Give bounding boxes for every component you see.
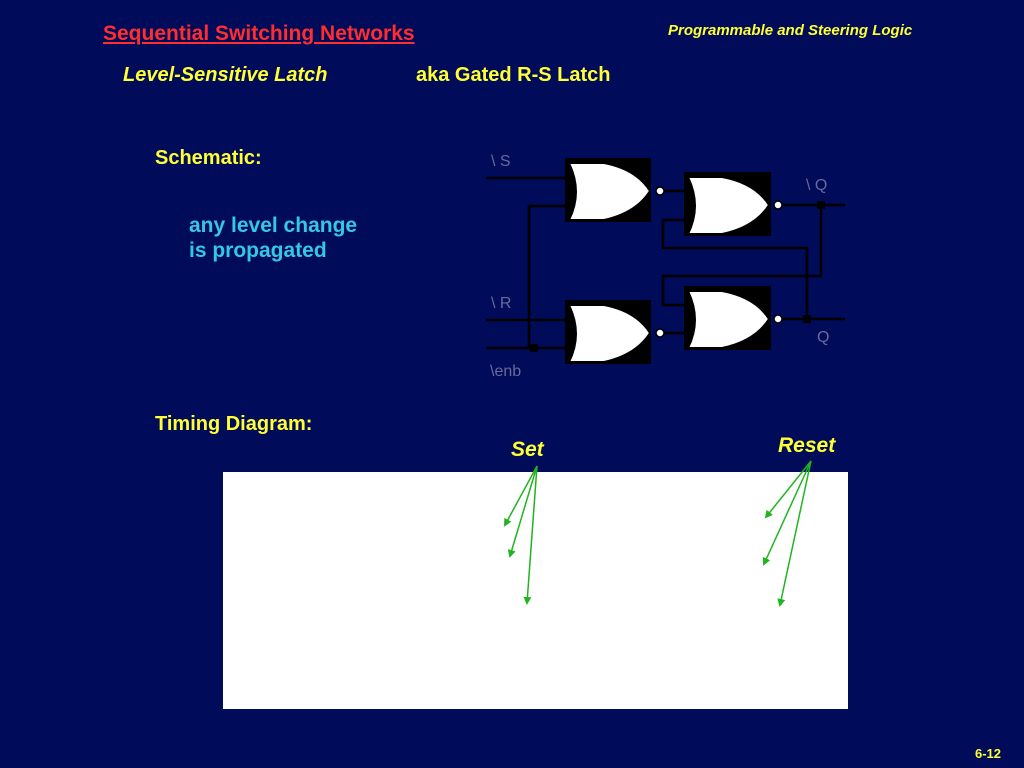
signal-enb-label: \enb [490, 363, 521, 380]
signal-q-bar-label: \ Q [806, 177, 827, 194]
schematic-wires [486, 176, 845, 350]
page-number: 6-12 [975, 746, 1002, 761]
note-line-2: is propagated [189, 239, 327, 262]
signal-q-label: Q [817, 329, 829, 346]
slide-title: Sequential Switching Networks [103, 22, 415, 45]
signal-s-label: \ S [491, 153, 511, 170]
latch-alias: aka Gated R-S Latch [416, 64, 611, 86]
reset-arrow-3 [777, 460, 812, 607]
junction-enb [530, 344, 538, 352]
nor-gate-r [567, 304, 652, 363]
signal-r-label: \ R [491, 295, 511, 312]
propagation-note: any level change is propagated [189, 213, 357, 263]
nor-gate-s [567, 162, 652, 221]
course-title: Programmable and Steering Logic [668, 22, 913, 39]
set-label: Set [511, 438, 544, 461]
reset-label: Reset [778, 434, 836, 457]
schematic-heading: Schematic: [155, 147, 262, 169]
set-arrow-1 [504, 465, 538, 527]
timing-diagram-area [223, 472, 848, 709]
note-line-1: any level change [189, 214, 358, 237]
reset-arrow-1 [764, 460, 812, 519]
reset-arrow-2 [762, 460, 812, 566]
nor-gate-q-bar [686, 176, 771, 235]
set-arrow-2 [507, 465, 538, 558]
timing-heading: Timing Diagram: [155, 413, 313, 435]
latch-name: Level-Sensitive Latch [123, 64, 328, 86]
set-arrow-3 [523, 465, 538, 605]
junction-q-bar [817, 201, 825, 209]
nor-gate-q [686, 290, 771, 349]
junction-q [803, 315, 811, 323]
